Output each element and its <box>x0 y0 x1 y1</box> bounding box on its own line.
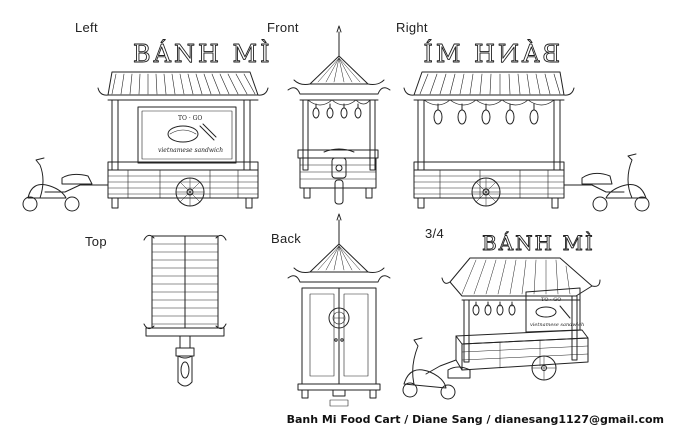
top-view-cart <box>143 234 227 387</box>
view-label-three-quarter: 3/4 <box>425 226 444 241</box>
credit-line: Banh Mi Food Cart / Diane Sang / dianesa… <box>286 413 664 426</box>
three-quarter-menu-to-go: TO · GO <box>541 297 561 303</box>
view-label-top: Top <box>85 234 107 249</box>
three-quarter-sign: BÁNH MÌ <box>482 231 595 255</box>
left-menu-to-go: TO · GO <box>178 115 202 122</box>
front-view-cart <box>287 25 391 205</box>
view-label-front: Front <box>267 20 299 35</box>
back-view-cart <box>287 213 391 407</box>
left-view-cart: BÁNH MÌ TO · GO vietnamese sandwich <box>22 39 273 212</box>
view-label-back: Back <box>271 231 302 246</box>
three-quarter-menu-subtitle: vietnamese sandwich <box>530 322 584 328</box>
three-quarter-view-cart: BÁNH MÌ TO · GO vietnamese sandwich <box>402 231 601 400</box>
right-view-cart: BÁNH MÌ <box>403 39 650 212</box>
left-sign: BÁNH MÌ <box>133 39 273 68</box>
left-menu-subtitle: vietnamese sandwich <box>158 147 223 154</box>
view-label-right: Right <box>396 20 428 35</box>
right-sign: BÁNH MÌ <box>420 39 560 68</box>
view-label-left: Left <box>75 20 98 35</box>
